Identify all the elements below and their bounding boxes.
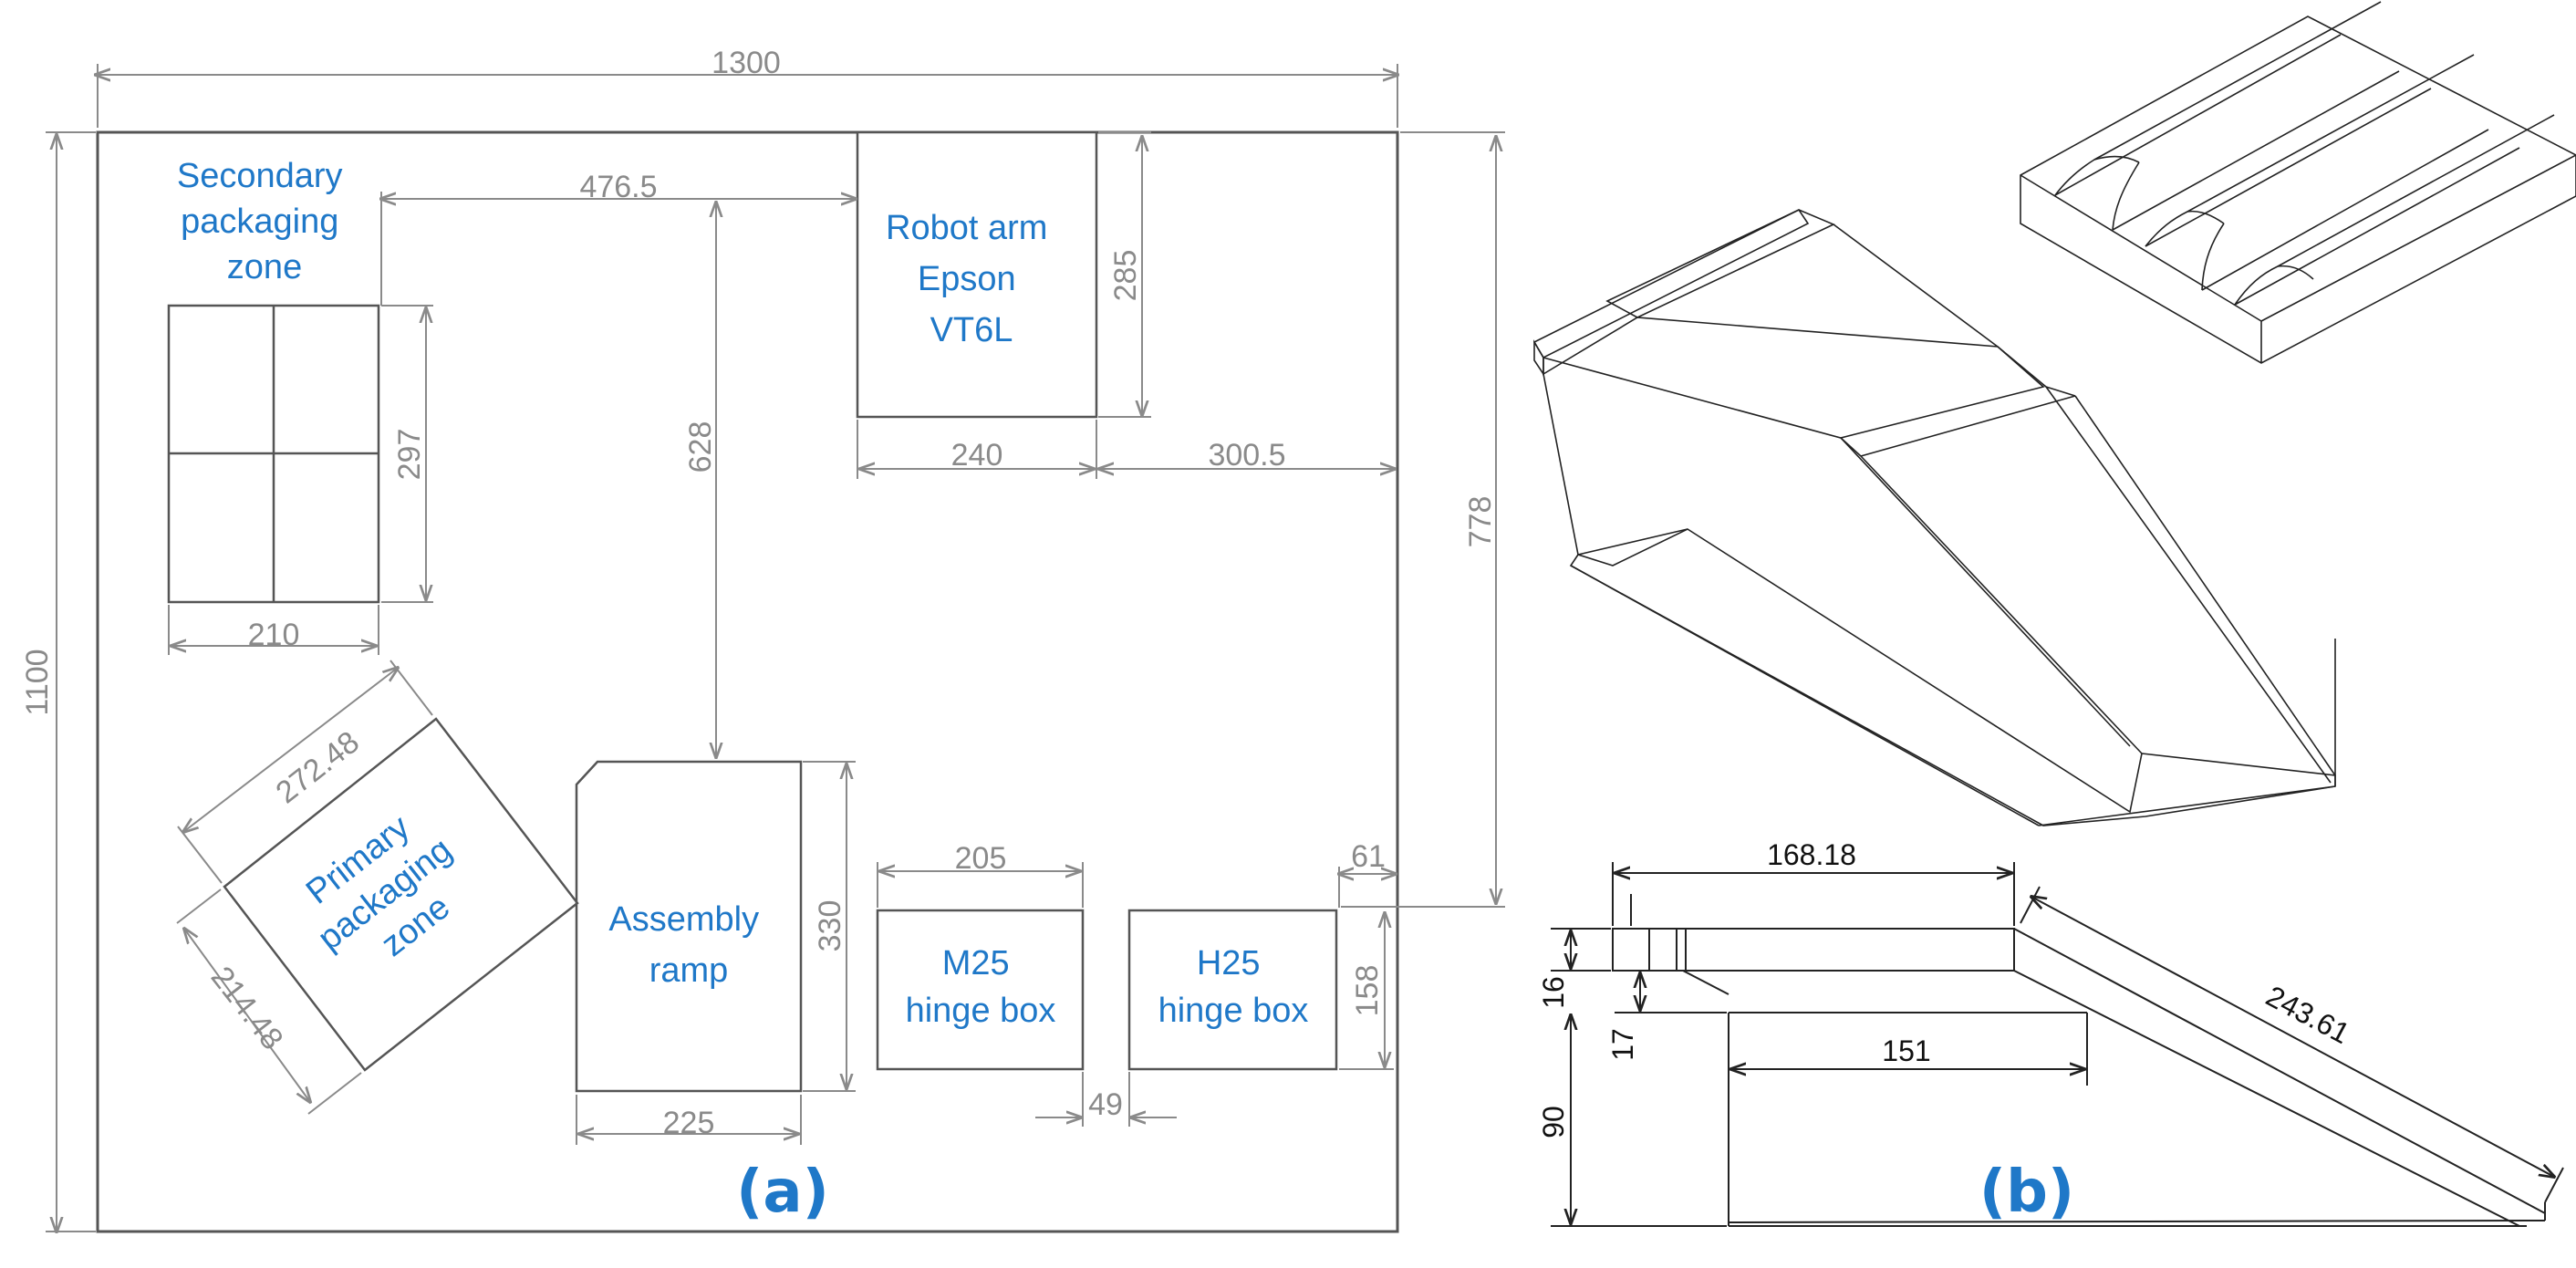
- assembly-ramp-3d: [1532, 208, 2336, 826]
- dim-thickness-16: 16: [1537, 976, 1570, 1009]
- dim-m25-width: 205: [955, 841, 1007, 876]
- panel-b-drawings: 168.18 243.61 151 16 17 90 (b: [1532, 1, 2576, 1227]
- panel-a-label: (a): [736, 1159, 829, 1226]
- m25-hinge-box: [876, 909, 1085, 1071]
- dim-ramp-length: 243.61: [2261, 979, 2355, 1050]
- dim-total-height: 1100: [20, 649, 55, 715]
- dim-h25-offset: 61: [1351, 839, 1386, 874]
- robot-arm-box: [856, 130, 1098, 419]
- assembly-ramp-box: [575, 760, 803, 1093]
- panel-a-layout: 1300 1100 Robot arm Epson VT6L 476.5 285…: [20, 46, 1505, 1232]
- dim-robot-to-edge: 300.5: [1208, 438, 1285, 473]
- dim-secondary-width: 210: [248, 618, 300, 652]
- dim-box-gap: 49: [1088, 1087, 1123, 1122]
- primary-packaging-zone: Primary packaging zone 272.48 214.48: [176, 660, 579, 1115]
- secondary-zone-label: Secondary packaging zone: [177, 157, 352, 286]
- panel-b-label: (b): [1979, 1159, 2074, 1226]
- dim-thickness-17: 17: [1606, 1028, 1639, 1061]
- grooved-tray-3d: [2020, 1, 2576, 364]
- dim-h25-height: 158: [1350, 965, 1385, 1017]
- assembly-ramp-label: Assembly ramp: [608, 900, 768, 990]
- dim-ramp-height: 330: [813, 900, 847, 952]
- dim-to-robot: 476.5: [579, 170, 657, 204]
- dim-ramp-width: 225: [663, 1106, 715, 1140]
- dim-primary-length: 272.48: [270, 724, 366, 810]
- dim-right-height: 778: [1463, 496, 1498, 548]
- secondary-packaging-grid: [167, 304, 380, 604]
- dim-height-90: 90: [1537, 1106, 1570, 1138]
- robot-arm-label: Robot arm Epson VT6L: [886, 209, 1057, 349]
- dim-robot-width: 240: [951, 438, 1003, 473]
- h25-hinge-box: [1127, 909, 1338, 1071]
- dim-top-length: 168.18: [1767, 838, 1856, 871]
- dim-secondary-height: 297: [392, 429, 427, 481]
- m25-label: M25 hinge box: [906, 944, 1056, 1030]
- h25-label: H25 hinge box: [1158, 944, 1309, 1030]
- dim-robot-height: 285: [1108, 250, 1143, 302]
- dim-total-width: 1300: [712, 46, 781, 80]
- floor-outline: [96, 130, 1399, 1233]
- dim-to-ramp: 628: [683, 421, 718, 473]
- primary-zone-label: Primary packaging zone: [284, 790, 493, 993]
- dim-primary-width: 214.48: [204, 961, 290, 1056]
- dim-base-length: 151: [1882, 1034, 1930, 1067]
